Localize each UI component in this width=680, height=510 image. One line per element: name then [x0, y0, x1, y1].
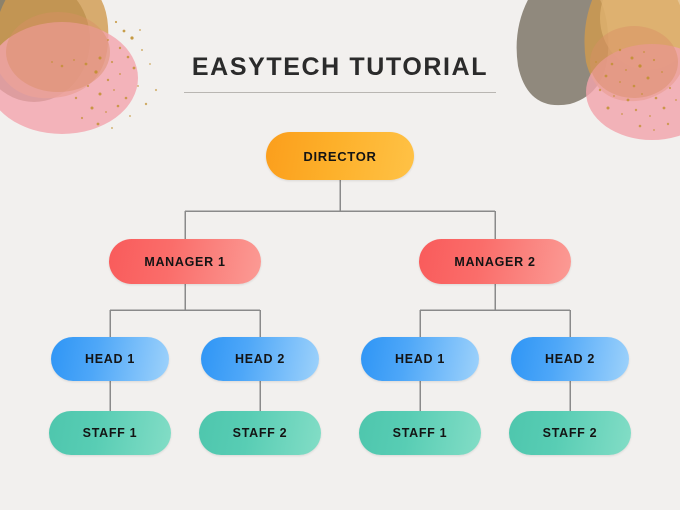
- node-manager-2[interactable]: MANAGER 2: [419, 239, 571, 284]
- node-label: DIRECTOR: [303, 148, 377, 164]
- node-label: HEAD 1: [84, 352, 136, 366]
- node-director[interactable]: DIRECTOR: [266, 132, 414, 180]
- node-label: STAFF 1: [392, 426, 448, 440]
- node-head-2a[interactable]: HEAD 2: [201, 337, 319, 381]
- page-title: EASYTECH TUTORIAL: [191, 53, 489, 81]
- node-label: STAFF 2: [542, 426, 598, 440]
- node-label: HEAD 1: [394, 352, 446, 366]
- node-head-1b[interactable]: HEAD 1: [361, 337, 479, 381]
- node-staff-2a[interactable]: STAFF 2: [199, 411, 321, 455]
- title-underline: [184, 92, 496, 93]
- node-label: HEAD 2: [234, 352, 286, 366]
- node-head-2b[interactable]: HEAD 2: [511, 337, 629, 381]
- node-label: STAFF 2: [232, 426, 288, 440]
- node-label: HEAD 2: [544, 352, 596, 366]
- node-head-1a[interactable]: HEAD 1: [51, 337, 169, 381]
- node-staff-2b[interactable]: STAFF 2: [509, 411, 631, 455]
- node-staff-1b[interactable]: STAFF 1: [359, 411, 481, 455]
- node-label: MANAGER 2: [454, 254, 536, 269]
- node-staff-1a[interactable]: STAFF 1: [49, 411, 171, 455]
- node-label: STAFF 1: [82, 426, 138, 440]
- node-manager-1[interactable]: MANAGER 1: [109, 239, 261, 284]
- node-label: MANAGER 1: [144, 254, 226, 269]
- title-block: EASYTECH TUTORIAL: [0, 52, 680, 93]
